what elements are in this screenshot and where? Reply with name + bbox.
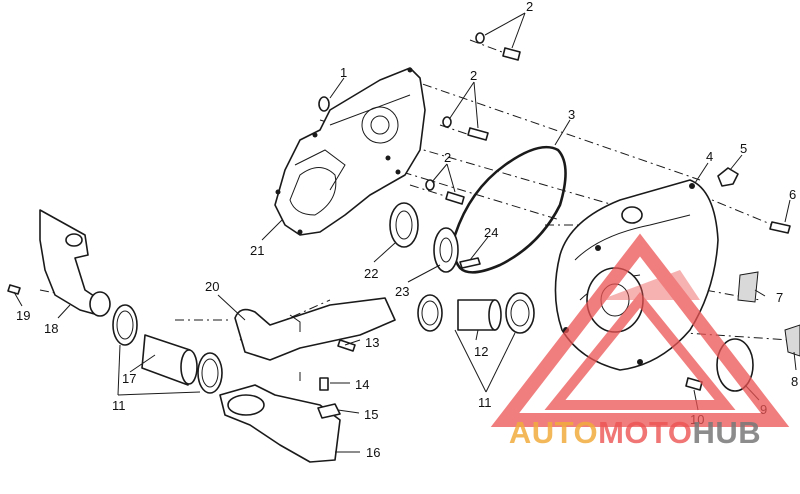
- callout-19: 19: [16, 308, 30, 323]
- callout-22: 22: [364, 266, 378, 281]
- callout-20: 20: [205, 279, 219, 294]
- callout-21: 21: [250, 243, 264, 258]
- callout-12: 12: [474, 344, 488, 359]
- fitting-15: [317, 403, 341, 419]
- callout-2b: 2: [470, 68, 477, 83]
- seal-22: [389, 202, 419, 248]
- callout-5: 5: [740, 141, 747, 156]
- callout-labels: 1 2 2 2 3 4 5 6 7 8 9 10 11 11 12 13 14 …: [16, 0, 798, 460]
- clamps-and-sleeve-12: [417, 292, 535, 334]
- callout-24: 24: [484, 225, 498, 240]
- callout-15: 15: [364, 407, 378, 422]
- bearing-23: [433, 227, 459, 273]
- plate-8: [785, 325, 800, 356]
- decal-7: [738, 272, 758, 302]
- screw-14: [319, 377, 329, 391]
- automotohub-logo-mark: [490, 233, 790, 427]
- callout-13: 13: [365, 335, 379, 350]
- callout-8: 8: [791, 374, 798, 389]
- screw-6: [769, 221, 791, 234]
- sleeve-17: [141, 334, 191, 386]
- callout-2c: 2: [444, 150, 451, 165]
- outlet-duct-20: [234, 297, 396, 361]
- callout-16: 16: [366, 445, 380, 460]
- callout-1: 1: [340, 65, 347, 80]
- callout-6: 6: [789, 187, 796, 202]
- drive-belt: [452, 145, 567, 274]
- screws-2: [425, 32, 521, 205]
- inner-cover-plate: [274, 67, 426, 236]
- hose-clamps-left: [112, 304, 223, 394]
- bolt-24: [459, 257, 481, 269]
- leader-lines: [13, 12, 797, 453]
- clip-5: [717, 167, 739, 187]
- callout-2a: 2: [526, 0, 533, 14]
- callout-11-right: 11: [478, 395, 492, 410]
- screw-13: [337, 339, 356, 352]
- screw-19: [7, 284, 21, 295]
- callout-14: 14: [355, 377, 369, 392]
- callout-11-left: 11: [112, 398, 126, 413]
- callout-4: 4: [706, 149, 713, 164]
- washer-1: [318, 96, 330, 112]
- callout-7: 7: [776, 290, 783, 305]
- callout-3: 3: [568, 107, 575, 122]
- callout-17: 17: [122, 371, 136, 386]
- bolt-10: [685, 377, 703, 391]
- callout-18: 18: [44, 321, 58, 336]
- callout-23: 23: [395, 284, 409, 299]
- outer-clutch-cover: [554, 179, 719, 371]
